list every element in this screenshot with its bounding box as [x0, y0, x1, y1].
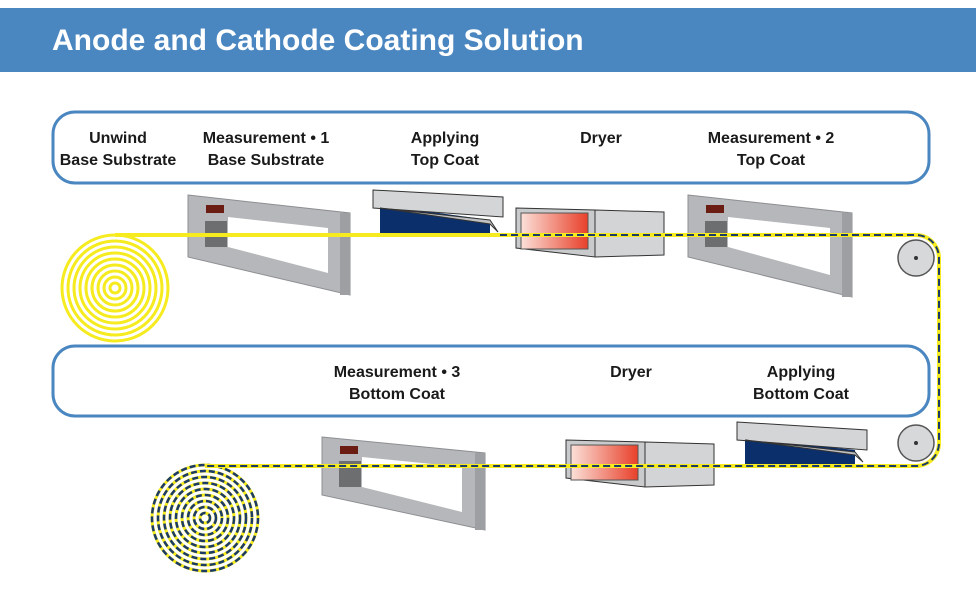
roll-layer	[96, 269, 134, 307]
roll-coating-layer	[198, 511, 212, 525]
roll-layer	[66, 239, 164, 337]
bottom-roller-axle	[914, 441, 918, 445]
measurement-gauge-3	[321, 436, 486, 531]
label-unwind: Unwind	[89, 130, 147, 147]
label-measurement-2: Measurement • 2	[708, 130, 835, 147]
roll-layer	[78, 251, 152, 325]
roll-layer	[84, 257, 146, 319]
roll-coating-layer	[186, 499, 224, 537]
label-measurement-2-sub: Top Coat	[737, 152, 806, 169]
label-measurement-3-sub: Bottom Coat	[349, 386, 446, 403]
label-applying-top: Applying	[411, 130, 479, 147]
label-applying-bottom-sub: Bottom Coat	[753, 386, 850, 403]
bottom-stage-box	[51, 344, 931, 418]
label-measurement-3: Measurement • 3	[334, 364, 461, 381]
top-coater	[372, 189, 504, 236]
measurement-gauge-1	[187, 194, 351, 296]
bottom-dryer	[565, 439, 715, 488]
bottom-coater	[736, 421, 868, 466]
label-applying-top-sub: Top Coat	[411, 152, 480, 169]
roll-layer	[90, 263, 140, 313]
label-measurement-1-sub: Base Substrate	[208, 152, 325, 169]
top-roller-axle	[914, 256, 918, 260]
label-unwind-sub: Base Substrate	[60, 152, 177, 169]
roll-coating-layer	[168, 481, 242, 555]
roll-coating-layer	[162, 475, 248, 561]
roll-coating-layer	[174, 487, 236, 549]
label-measurement-1: Measurement • 1	[203, 130, 330, 147]
roll-coating-layer	[156, 469, 254, 567]
roll-layer	[108, 281, 122, 295]
coating-layer	[205, 234, 940, 467]
roll-layer	[72, 245, 158, 331]
roll-coating-layer	[192, 505, 218, 531]
unwind-roll	[60, 233, 170, 343]
bottom-labels: Measurement • 3 Bottom Coat Dryer Applyi…	[334, 364, 850, 403]
top-stage-box	[51, 110, 931, 185]
header-band	[0, 8, 976, 72]
substrate-web	[115, 233, 941, 468]
page-title: Anode and Cathode Coating Solution	[52, 24, 584, 57]
label-dryer-top: Dryer	[580, 130, 622, 147]
roll-layer	[102, 275, 128, 301]
roll-layer	[60, 233, 170, 343]
roll-coating-layer	[150, 463, 260, 573]
label-applying-bottom: Applying	[767, 364, 835, 381]
roll-coating-layer	[180, 493, 230, 543]
label-dryer-bottom: Dryer	[610, 364, 652, 381]
measurement-gauge-2	[687, 194, 853, 298]
rewind-roll	[150, 463, 260, 573]
top-dryer	[515, 207, 665, 258]
roll-layer	[192, 505, 218, 531]
top-labels: Unwind Base Substrate Measurement • 1 Ba…	[60, 130, 835, 169]
